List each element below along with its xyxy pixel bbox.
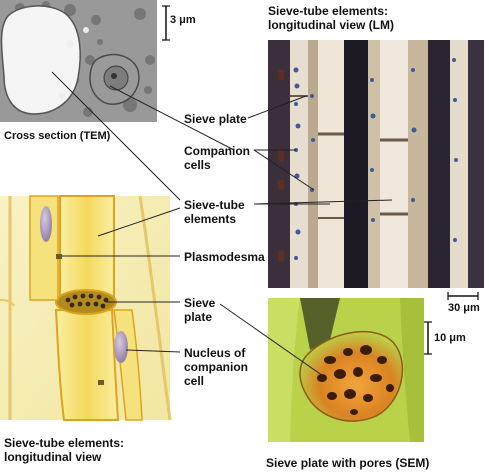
- label-plasmodesma: Plasmodesma: [184, 250, 265, 264]
- tem-scale-label: 3 μm: [170, 14, 196, 26]
- tem-micrograph: [0, 0, 157, 122]
- sem-caption: Sieve plate with pores (SEM): [266, 456, 430, 470]
- label-companion-cells-line2: cells: [184, 158, 211, 172]
- sem-scale-bar-vertical: [424, 321, 432, 355]
- leader-sieve-plate-top: [247, 95, 307, 119]
- label-sieve-plate-lower-line2: plate: [184, 310, 213, 324]
- sem-micrograph: [268, 298, 424, 442]
- tem-scale-bar: [162, 5, 170, 41]
- leader-companion-tem: [109, 85, 235, 151]
- illustration-title-line1: Sieve-tube elements:: [4, 436, 125, 450]
- tem-caption: Cross section (TEM): [4, 130, 111, 142]
- label-nucleus-line1: Nucleus of: [184, 346, 246, 360]
- illustration-title-line2: longitudinal view: [4, 450, 102, 464]
- label-sieve-plate-lower-line1: Sieve: [184, 296, 216, 310]
- leader-ste-2: [253, 199, 393, 205]
- sem-scale-label-side: 10 μm: [434, 332, 466, 344]
- leader-companion-2: [253, 149, 315, 191]
- label-sieve-plate-top: Sieve plate: [184, 112, 247, 126]
- lm-micrograph: [268, 40, 484, 288]
- label-sieve-tube-elements-line1: Sieve-tube: [184, 198, 245, 212]
- leader-ste-illus: [97, 207, 181, 237]
- label-nucleus-line3: cell: [184, 374, 205, 388]
- sem-scale-label-top: 30 μm: [448, 302, 480, 314]
- label-companion-cells-line1: Companion: [184, 144, 250, 158]
- leader-nucleus: [125, 349, 181, 353]
- leader-sieve-plate-sem: [219, 303, 327, 379]
- tube-illustration: [0, 195, 172, 421]
- lm-title-line1: Sieve-tube elements:: [268, 4, 389, 18]
- leader-ste-tem: [51, 71, 181, 201]
- leader-lines: [51, 71, 393, 379]
- sem-scale-bar-horizontal: [447, 292, 479, 300]
- label-sieve-tube-elements-line2: elements: [184, 212, 237, 226]
- label-nucleus-line2: companion: [184, 360, 249, 374]
- lm-title-line2: longitudinal view (LM): [268, 18, 394, 32]
